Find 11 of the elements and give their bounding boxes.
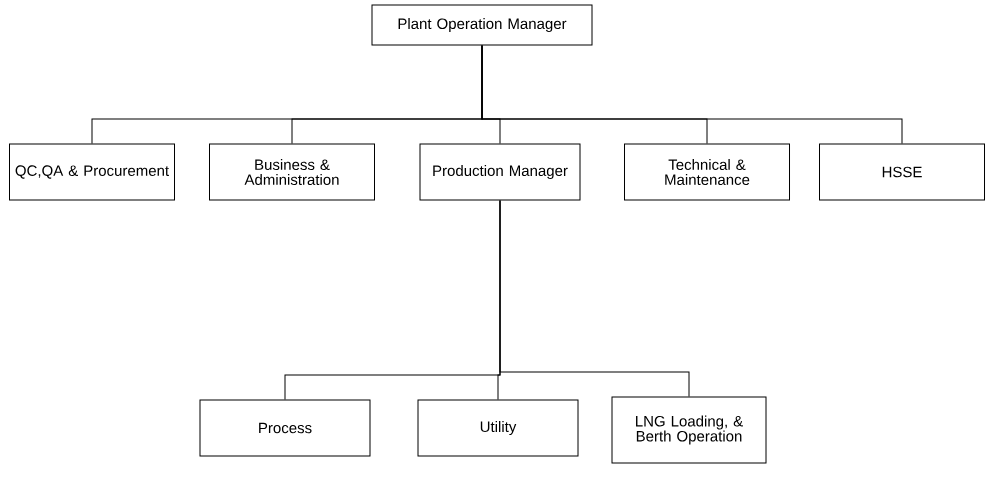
org-box: Plant Operation Manager [371, 4, 593, 46]
org-box: Technical & Maintenance [624, 143, 790, 201]
connector-line [481, 45, 903, 144]
org-box: HSSE [819, 143, 985, 201]
org-box: QC,QA & Procurement [9, 143, 175, 201]
connector-line [499, 200, 690, 397]
org-box: Process [199, 399, 371, 457]
org-box: Business & Administration [209, 143, 375, 201]
org-box: LNG Loading, & Berth Operation [611, 396, 767, 464]
org-box: Utility [417, 399, 579, 457]
org-box: Production Manager [419, 143, 581, 201]
